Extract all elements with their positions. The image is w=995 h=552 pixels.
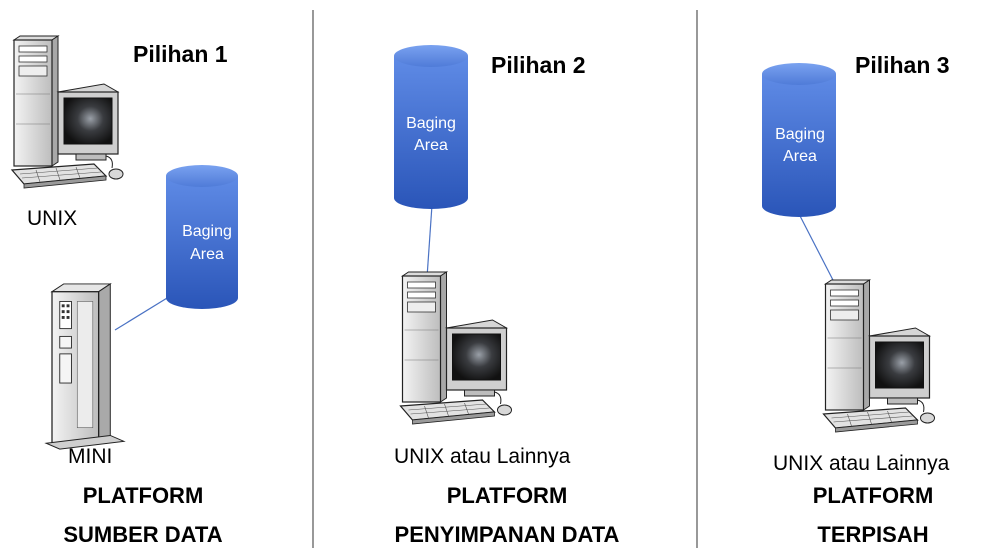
platform-title-line1: PLATFORM xyxy=(447,483,568,508)
database-cylinder-icon: Baging Area xyxy=(166,165,238,309)
staging-area-label-line2: Area xyxy=(783,148,817,165)
database-cylinder-icon: Baging Area xyxy=(394,45,468,209)
host-label-mini: MINI xyxy=(68,445,112,468)
unix-workstation-icon xyxy=(11,35,124,189)
section-pilihan-3: Pilihan 3 Baging Area UNIX atau Lainnya … xyxy=(762,52,950,547)
minicomputer-icon xyxy=(45,283,125,450)
staging-area-label-line1: Baging xyxy=(182,223,232,240)
staging-area-label-line1: Baging xyxy=(406,115,456,132)
option-title: Pilihan 1 xyxy=(133,41,228,67)
connector-line xyxy=(797,211,835,283)
unix-workstation-icon xyxy=(399,271,513,425)
section-pilihan-1: Pilihan 1 UNIX Baging Area MINI PLATFORM… xyxy=(11,35,238,547)
staging-area-label-line2: Area xyxy=(190,246,224,263)
section-pilihan-2: Pilihan 2 Baging Area UNIX atau Lainnya … xyxy=(394,45,620,547)
host-label-unix-atau-lainnya: UNIX atau Lainnya xyxy=(394,445,571,468)
option-title: Pilihan 3 xyxy=(855,52,950,78)
database-cylinder-icon: Baging Area xyxy=(762,63,836,217)
connector-line xyxy=(114,294,173,331)
staging-area-label-line2: Area xyxy=(414,137,448,154)
platform-title-line2: SUMBER DATA xyxy=(63,522,222,547)
option-title: Pilihan 2 xyxy=(491,52,586,78)
host-label-unix-atau-lainnya: UNIX atau Lainnya xyxy=(773,452,950,475)
staging-area-label-line1: Baging xyxy=(775,126,825,143)
host-label-unix: UNIX xyxy=(27,207,77,230)
platform-title-line2: PENYIMPANAN DATA xyxy=(395,522,620,547)
platform-title-line1: PLATFORM xyxy=(83,483,204,508)
platform-title-line2: TERPISAH xyxy=(817,522,928,547)
platform-title-line1: PLATFORM xyxy=(813,483,934,508)
unix-workstation-icon xyxy=(822,279,936,433)
